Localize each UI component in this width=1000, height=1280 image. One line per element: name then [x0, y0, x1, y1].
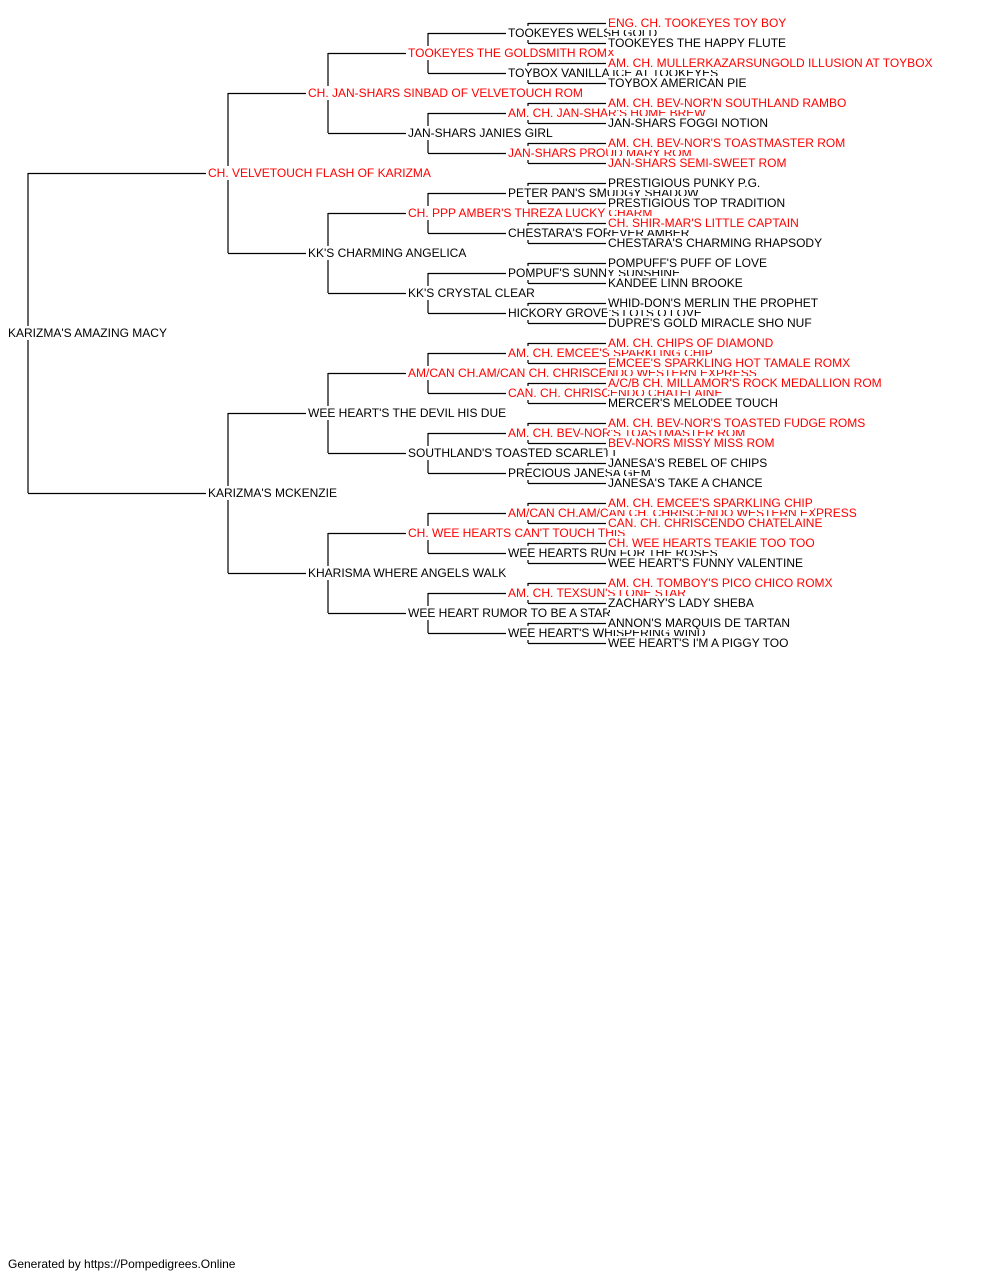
ancestor-name: TOOKEYES THE HAPPY FLUTE — [607, 36, 788, 50]
ancestor-name: WEE HEART'S FUNNY VALENTINE — [607, 556, 804, 570]
ancestor-name: AM. CH. BEV-NOR'N SOUTHLAND RAMBO — [607, 96, 848, 110]
ancestor-name: AM. CH. EMCEE'S SPARKLING CHIP — [607, 496, 814, 510]
ancestor-name: KHARISMA WHERE ANGELS WALK — [307, 566, 508, 580]
ancestor-name: KK'S CHARMING ANGELICA — [307, 246, 468, 260]
ancestor-name: CAN. CH. CHRISCENDO CHATELAINE — [607, 516, 824, 530]
ancestor-name: CH. WEE HEARTS CAN'T TOUCH THIS — [407, 526, 627, 540]
ancestor-name: AM. CH. BEV-NOR'S TOASTED FUDGE ROMS — [607, 416, 867, 430]
ancestor-name: EMCEE'S SPARKLING HOT TAMALE ROMX — [607, 356, 852, 370]
ancestor-name: KANDEE LINN BROOKE — [607, 276, 744, 290]
ancestor-name: ENG. CH. TOOKEYES TOY BOY — [607, 16, 788, 30]
ancestor-name: TOYBOX AMERICAN PIE — [607, 76, 748, 90]
ancestor-name: A/C/B CH. MILLAMOR'S ROCK MEDALLION ROM — [607, 376, 883, 390]
generated-by-footer: Generated by https://Pompedigrees.Online — [8, 1257, 236, 1271]
ancestor-name: ANNON'S MARQUIS DE TARTAN — [607, 616, 792, 630]
ancestor-name: MERCER'S MELODEE TOUCH — [607, 396, 779, 410]
ancestor-name: SOUTHLAND'S TOASTED SCARLETT — [407, 446, 619, 460]
ancestor-name: CH. PPP AMBER'S THREZA LUCKY CHARM — [407, 206, 654, 220]
ancestor-name: DUPRE'S GOLD MIRACLE SHO NUF — [607, 316, 813, 330]
ancestor-name: AM. CH. CHIPS OF DIAMOND — [607, 336, 775, 350]
ancestor-name: JANESA'S TAKE A CHANCE — [607, 476, 764, 490]
ancestor-name: PRESTIGIOUS PUNKY P.G. — [607, 176, 762, 190]
ancestor-name: CH. WEE HEARTS TEAKIE TOO TOO — [607, 536, 816, 550]
ancestor-name: CHESTARA'S CHARMING RHAPSODY — [607, 236, 824, 250]
ancestor-name: AM. CH. BEV-NOR'S TOASTMASTER ROM — [607, 136, 847, 150]
subject-dog-name: KARIZMA'S AMAZING MACY — [7, 326, 168, 340]
ancestor-name: CH. JAN-SHARS SINBAD OF VELVETOUCH ROM — [307, 86, 584, 100]
ancestor-name: AM. CH. MULLERKAZARSUNGOLD ILLUSION AT T… — [607, 56, 934, 70]
ancestor-name: WEE HEART'S I'M A PIGGY TOO — [607, 636, 790, 650]
ancestor-name: KARIZMA'S MCKENZIE — [207, 486, 338, 500]
ancestor-name: WEE HEART RUMOR TO BE A STAR — [407, 606, 612, 620]
ancestor-name: POMPUFF'S PUFF OF LOVE — [607, 256, 768, 270]
ancestor-name: PRESTIGIOUS TOP TRADITION — [607, 196, 787, 210]
ancestor-name: AM. CH. TOMBOY'S PICO CHICO ROMX — [607, 576, 834, 590]
ancestor-name: TOOKEYES THE GOLDSMITH ROMX — [407, 46, 616, 60]
ancestor-name: BEV-NORS MISSY MISS ROM — [607, 436, 776, 450]
ancestor-name: CH. SHIR-MAR'S LITTLE CAPTAIN — [607, 216, 800, 230]
ancestor-name: KK'S CRYSTAL CLEAR — [407, 286, 536, 300]
ancestor-name: JAN-SHARS FOGGI NOTION — [607, 116, 770, 130]
ancestor-name: WHID-DON'S MERLIN THE PROPHET — [607, 296, 820, 310]
ancestor-name: CH. VELVETOUCH FLASH OF KARIZMA — [207, 166, 432, 180]
ancestor-name: ZACHARY'S LADY SHEBA — [607, 596, 755, 610]
ancestor-name: WEE HEART'S THE DEVIL HIS DUE — [307, 406, 508, 420]
ancestor-name: JAN-SHARS SEMI-SWEET ROM — [607, 156, 788, 170]
ancestor-name: JAN-SHARS JANIES GIRL — [407, 126, 554, 140]
ancestor-name: JANESA'S REBEL OF CHIPS — [607, 456, 769, 470]
